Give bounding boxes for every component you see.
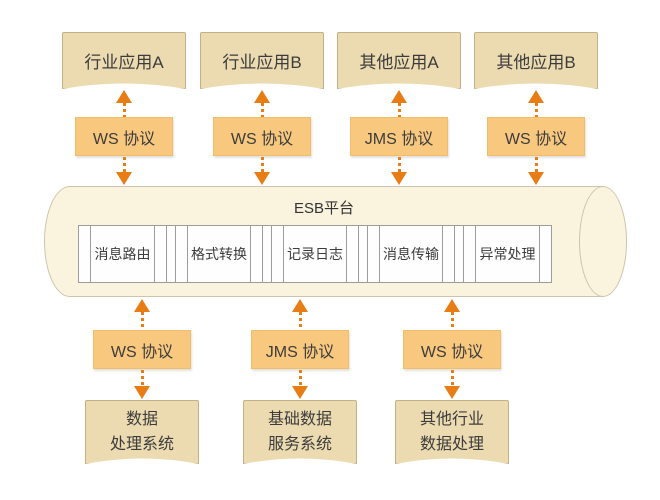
arrowhead-up-icon	[116, 90, 132, 103]
module-edge	[539, 226, 551, 282]
arrowhead-down-icon	[254, 172, 270, 185]
module-edge	[79, 226, 91, 282]
arrowhead-down-icon	[444, 386, 460, 399]
arrow-up-icon	[391, 90, 407, 117]
protocol-label: WS 协议	[230, 130, 294, 148]
arrow-stem	[122, 157, 126, 172]
protocol-label: WS 协议	[504, 130, 568, 148]
app-box-label: 行业应用B	[222, 53, 302, 72]
app-box-label: 其他应用A	[359, 53, 439, 72]
protocol-label: WS 协议	[92, 130, 156, 148]
protocol-box-jms-2: JMS 协议	[251, 330, 349, 369]
arrowhead-up-icon	[391, 90, 407, 103]
arrowhead-down-icon	[116, 172, 132, 185]
arrow-stem	[298, 370, 302, 386]
arrow-stem	[534, 103, 538, 117]
app-box-other-a: 其他应用A	[337, 32, 461, 89]
module-edge	[368, 226, 380, 282]
system-label-line2: 数据处理	[419, 436, 484, 453]
protocol-box-ws-4: WS 协议	[93, 330, 191, 369]
system-label-line1: 其他行业	[419, 411, 484, 428]
arrowhead-up-icon	[444, 299, 460, 312]
app-box-label: 行业应用A	[84, 53, 164, 72]
system-box-other-industry-data: 其他行业数据处理	[395, 400, 509, 464]
arrow-down-icon	[444, 370, 460, 399]
system-box-basic-data-service: 基础数据服务系统	[243, 400, 357, 464]
module-label: 格式转换	[191, 246, 247, 262]
protocol-box-jms-1: JMS 协议	[350, 117, 448, 156]
esb-module-logging: 记录日志	[271, 226, 359, 282]
protocol-box-ws-2: WS 协议	[213, 117, 311, 156]
protocol-box-ws-5: WS 协议	[403, 330, 501, 369]
module-label: 消息路由	[94, 246, 151, 262]
arrow-stem	[298, 312, 302, 329]
module-label: 记录日志	[287, 246, 343, 262]
arrow-down-icon	[528, 157, 544, 185]
arrowhead-up-icon	[254, 90, 270, 103]
protocol-label: WS 协议	[110, 343, 174, 361]
arrow-stem	[260, 157, 264, 172]
arrowhead-up-icon	[292, 299, 308, 312]
module-label: 异常处理	[479, 246, 536, 262]
arrowhead-down-icon	[134, 386, 150, 399]
app-box-other-b: 其他应用B	[474, 32, 598, 89]
arrow-stem	[140, 312, 144, 329]
module-edge	[250, 226, 262, 282]
arrow-stem	[122, 103, 126, 117]
arrow-up-icon	[292, 299, 308, 329]
arrowhead-up-icon	[134, 299, 150, 312]
arrow-down-icon	[116, 157, 132, 185]
module-edge	[272, 226, 284, 282]
arrowhead-down-icon	[528, 172, 544, 185]
module-edge	[464, 226, 476, 282]
esb-module-message-transport: 消息传输	[367, 226, 455, 282]
system-label-line2: 处理系统	[109, 436, 174, 453]
app-box-industry-b: 行业应用B	[200, 32, 324, 89]
arrowhead-down-icon	[292, 386, 308, 399]
protocol-box-ws-3: WS 协议	[487, 117, 585, 156]
arrow-stem	[397, 103, 401, 117]
arrow-up-icon	[134, 299, 150, 329]
protocol-label: JMS 协议	[265, 343, 335, 361]
esb-title: ESB平台	[293, 200, 354, 217]
arrow-stem	[140, 370, 144, 386]
system-label-line1: 基础数据	[267, 411, 332, 428]
arrow-down-icon	[254, 157, 270, 185]
esb-module-strip: 消息路由 格式转换 记录日志 消息传输 异常处理	[78, 225, 552, 283]
module-edge	[346, 226, 358, 282]
system-box-data-processing: 数据处理系统	[85, 400, 199, 464]
module-edge	[176, 226, 188, 282]
arrow-up-icon	[528, 90, 544, 117]
module-label: 消息传输	[383, 246, 439, 262]
esb-cylinder-cap	[579, 186, 627, 297]
arrow-up-icon	[254, 90, 270, 117]
esb-module-message-routing: 消息路由	[79, 226, 167, 282]
esb-module-format-conversion: 格式转换	[175, 226, 263, 282]
protocol-box-ws-1: WS 协议	[75, 117, 173, 156]
arrow-up-icon	[116, 90, 132, 117]
arrow-stem	[534, 157, 538, 172]
app-box-industry-a: 行业应用A	[62, 32, 186, 89]
arrowhead-down-icon	[391, 172, 407, 185]
protocol-label: JMS 协议	[364, 130, 434, 148]
arrow-up-icon	[444, 299, 460, 329]
arrow-stem	[260, 103, 264, 117]
arrow-down-icon	[391, 157, 407, 185]
system-label-line1: 数据	[125, 411, 158, 428]
module-edge	[154, 226, 166, 282]
arrow-down-icon	[134, 370, 150, 399]
module-edge	[442, 226, 454, 282]
esb-module-exception-handling: 异常处理	[463, 226, 551, 282]
arrow-stem	[450, 370, 454, 386]
protocol-label: WS 协议	[420, 343, 484, 361]
arrow-down-icon	[292, 370, 308, 399]
system-label-line2: 服务系统	[267, 436, 332, 453]
arrow-stem	[397, 157, 401, 172]
app-box-label: 其他应用B	[496, 53, 576, 72]
arrowhead-up-icon	[528, 90, 544, 103]
arrow-stem	[450, 312, 454, 329]
